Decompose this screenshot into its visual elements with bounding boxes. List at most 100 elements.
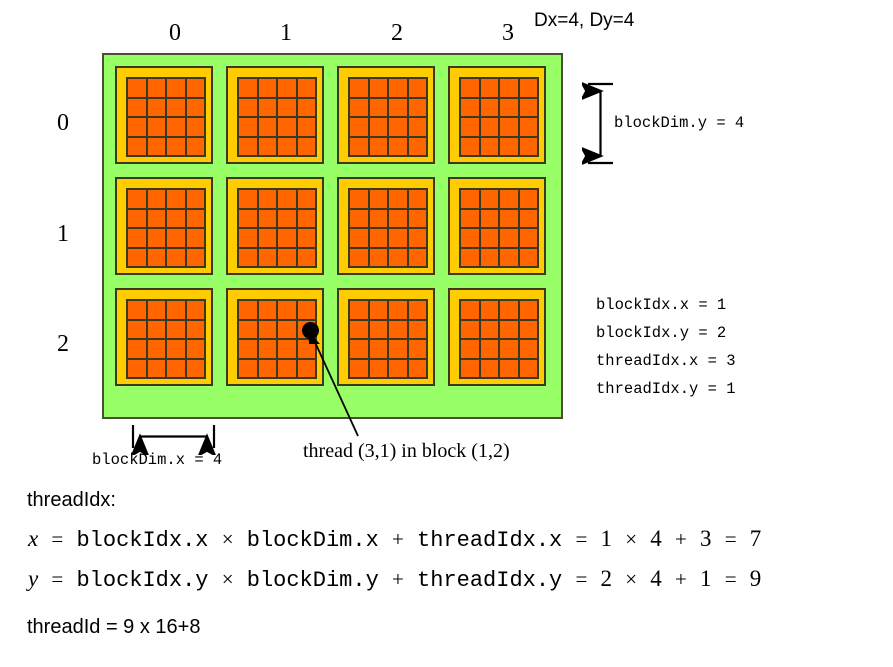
thread-cell[interactable] xyxy=(258,137,278,157)
thread-cell[interactable] xyxy=(239,248,259,268)
thread-cell[interactable] xyxy=(519,301,539,321)
thread-cell[interactable] xyxy=(480,98,500,118)
thread-cell[interactable] xyxy=(519,79,539,99)
thread-cell[interactable] xyxy=(461,209,481,229)
thread-block-3-1[interactable] xyxy=(448,177,546,275)
thread-cell[interactable] xyxy=(389,209,409,229)
thread-cell[interactable] xyxy=(408,248,428,268)
thread-cell[interactable] xyxy=(519,209,539,229)
thread-cell[interactable] xyxy=(350,301,370,321)
thread-cell[interactable] xyxy=(500,98,520,118)
thread-cell[interactable] xyxy=(408,98,428,118)
thread-cell[interactable] xyxy=(186,79,206,99)
thread-cell[interactable] xyxy=(369,340,389,360)
thread-cell[interactable] xyxy=(297,359,317,379)
thread-cell[interactable] xyxy=(389,190,409,210)
thread-cell[interactable] xyxy=(480,248,500,268)
thread-cell[interactable] xyxy=(186,248,206,268)
thread-cell[interactable] xyxy=(128,209,148,229)
thread-cell[interactable] xyxy=(519,320,539,340)
thread-cell[interactable] xyxy=(480,79,500,99)
thread-cell[interactable] xyxy=(408,79,428,99)
thread-cell[interactable] xyxy=(461,229,481,249)
thread-cell[interactable] xyxy=(350,137,370,157)
thread-cell[interactable] xyxy=(278,137,298,157)
thread-cell[interactable] xyxy=(297,137,317,157)
thread-cell[interactable] xyxy=(128,229,148,249)
thread-cell[interactable] xyxy=(297,118,317,138)
thread-cell[interactable] xyxy=(258,301,278,321)
thread-cell[interactable] xyxy=(278,209,298,229)
thread-cell[interactable] xyxy=(239,98,259,118)
thread-cell[interactable] xyxy=(278,301,298,321)
thread-cell[interactable] xyxy=(167,98,187,118)
thread-cell[interactable] xyxy=(278,190,298,210)
thread-cell[interactable] xyxy=(147,229,167,249)
thread-cell[interactable] xyxy=(461,137,481,157)
thread-cell[interactable] xyxy=(239,229,259,249)
thread-cell[interactable] xyxy=(461,118,481,138)
thread-cell[interactable] xyxy=(408,229,428,249)
thread-cell[interactable] xyxy=(278,98,298,118)
thread-cell[interactable] xyxy=(278,320,298,340)
thread-cell[interactable] xyxy=(297,340,317,360)
thread-cell[interactable] xyxy=(167,320,187,340)
thread-cell[interactable] xyxy=(500,340,520,360)
thread-cell[interactable] xyxy=(350,209,370,229)
thread-cell[interactable] xyxy=(389,320,409,340)
thread-cell[interactable] xyxy=(147,301,167,321)
thread-cell[interactable] xyxy=(500,248,520,268)
thread-cell[interactable] xyxy=(519,359,539,379)
thread-cell[interactable] xyxy=(519,248,539,268)
thread-cell[interactable] xyxy=(297,301,317,321)
thread-block-3-0[interactable] xyxy=(448,66,546,164)
thread-cell[interactable] xyxy=(369,359,389,379)
thread-cell[interactable] xyxy=(480,359,500,379)
thread-cell[interactable] xyxy=(128,79,148,99)
thread-cell[interactable] xyxy=(500,359,520,379)
thread-cell[interactable] xyxy=(480,320,500,340)
thread-cell[interactable] xyxy=(480,229,500,249)
thread-cell[interactable] xyxy=(369,79,389,99)
thread-cell[interactable] xyxy=(519,118,539,138)
thread-cell[interactable] xyxy=(480,301,500,321)
thread-cell[interactable] xyxy=(408,209,428,229)
thread-cell[interactable] xyxy=(167,209,187,229)
thread-cell[interactable] xyxy=(389,98,409,118)
thread-cell[interactable] xyxy=(147,79,167,99)
thread-cell[interactable] xyxy=(408,320,428,340)
thread-cell[interactable] xyxy=(297,190,317,210)
thread-cell[interactable] xyxy=(167,301,187,321)
thread-cell[interactable] xyxy=(369,229,389,249)
thread-cell[interactable] xyxy=(500,229,520,249)
thread-cell[interactable] xyxy=(350,229,370,249)
thread-cell[interactable] xyxy=(167,118,187,138)
thread-cell[interactable] xyxy=(480,340,500,360)
thread-cell[interactable] xyxy=(369,118,389,138)
thread-cell[interactable] xyxy=(186,229,206,249)
thread-cell[interactable] xyxy=(278,248,298,268)
thread-cell[interactable] xyxy=(389,359,409,379)
thread-cell[interactable] xyxy=(128,359,148,379)
thread-cell[interactable] xyxy=(297,209,317,229)
thread-block-3-2[interactable] xyxy=(448,288,546,386)
thread-cell[interactable] xyxy=(147,320,167,340)
thread-cell[interactable] xyxy=(258,209,278,229)
thread-cell[interactable] xyxy=(408,190,428,210)
thread-cell[interactable] xyxy=(186,320,206,340)
thread-cell[interactable] xyxy=(167,190,187,210)
thread-cell[interactable] xyxy=(519,340,539,360)
thread-cell[interactable] xyxy=(167,340,187,360)
thread-cell[interactable] xyxy=(186,190,206,210)
thread-cell[interactable] xyxy=(461,98,481,118)
thread-cell[interactable] xyxy=(278,340,298,360)
thread-cell[interactable] xyxy=(128,248,148,268)
thread-cell[interactable] xyxy=(389,248,409,268)
thread-cell[interactable] xyxy=(500,79,520,99)
thread-cell[interactable] xyxy=(239,190,259,210)
thread-cell[interactable] xyxy=(297,79,317,99)
thread-cell[interactable] xyxy=(389,229,409,249)
thread-cell[interactable] xyxy=(128,320,148,340)
thread-cell[interactable] xyxy=(186,137,206,157)
thread-block-2-1[interactable] xyxy=(337,177,435,275)
